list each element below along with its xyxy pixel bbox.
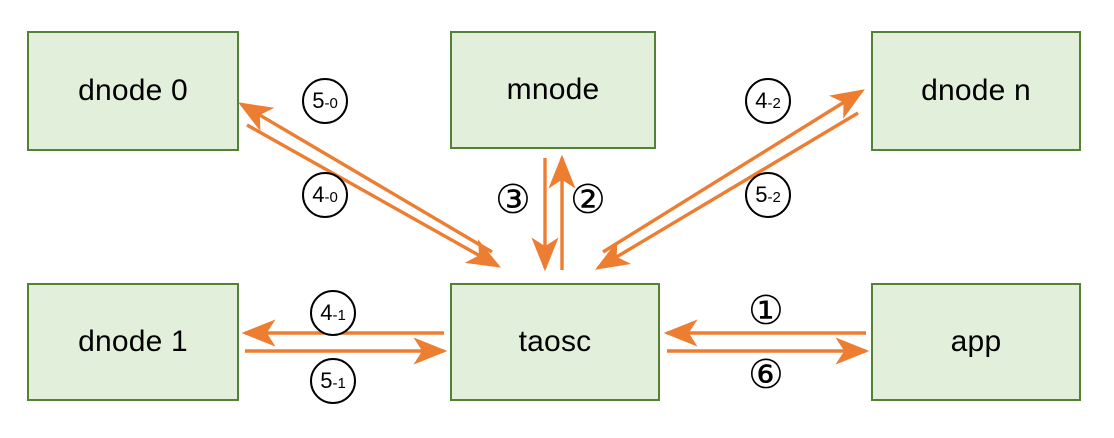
- arrow-taosc-to-dnode0: [238, 102, 493, 254]
- badge-main: 4: [755, 88, 768, 113]
- badge-sub: -2: [767, 94, 781, 112]
- arrow-dnoden-to-taosc: [595, 111, 859, 270]
- badge-sub: -1: [332, 306, 346, 324]
- badge-sub: -1: [332, 374, 346, 392]
- node-label: dnode 1: [78, 325, 188, 358]
- badge-sub: -0: [324, 94, 338, 112]
- badge-sub: -2: [767, 188, 781, 206]
- edge-badge-5-0: 5-0: [302, 78, 348, 124]
- badge-main: 5: [320, 368, 333, 393]
- node-dnode1[interactable]: dnode 1: [27, 283, 239, 401]
- node-dnode0[interactable]: dnode 0: [27, 31, 239, 151]
- node-label: app: [950, 325, 1002, 358]
- edge-marker-1: ①: [748, 288, 784, 334]
- badge-main: 5: [755, 182, 768, 207]
- node-app[interactable]: app: [871, 283, 1081, 401]
- badge-main: 5: [312, 88, 325, 113]
- edge-marker-2: ②: [570, 177, 606, 223]
- node-mnode[interactable]: mnode: [450, 31, 656, 149]
- node-label: dnode n: [921, 74, 1031, 107]
- edge-badge-4-1: 4-1: [310, 290, 356, 336]
- badge-main: 4: [312, 182, 325, 207]
- edge-marker-3: ③: [495, 177, 531, 223]
- node-label: dnode 0: [78, 74, 188, 107]
- node-taosc[interactable]: taosc: [450, 283, 660, 401]
- edge-badge-5-1: 5-1: [310, 358, 356, 404]
- edge-badge-4-2: 4-2: [745, 78, 791, 124]
- arrow-taosc-to-dnoden: [602, 89, 865, 254]
- edge-badge-4-0: 4-0: [302, 172, 348, 218]
- node-dnoden[interactable]: dnode n: [871, 31, 1081, 151]
- badge-sub: -0: [324, 188, 338, 206]
- node-label: mnode: [506, 73, 600, 106]
- badge-main: 4: [320, 300, 333, 325]
- arrow-dnode0-to-taosc: [246, 123, 501, 268]
- node-label: taosc: [518, 325, 592, 358]
- edge-marker-6: ⑥: [748, 352, 784, 398]
- edge-badge-5-2: 5-2: [745, 172, 791, 218]
